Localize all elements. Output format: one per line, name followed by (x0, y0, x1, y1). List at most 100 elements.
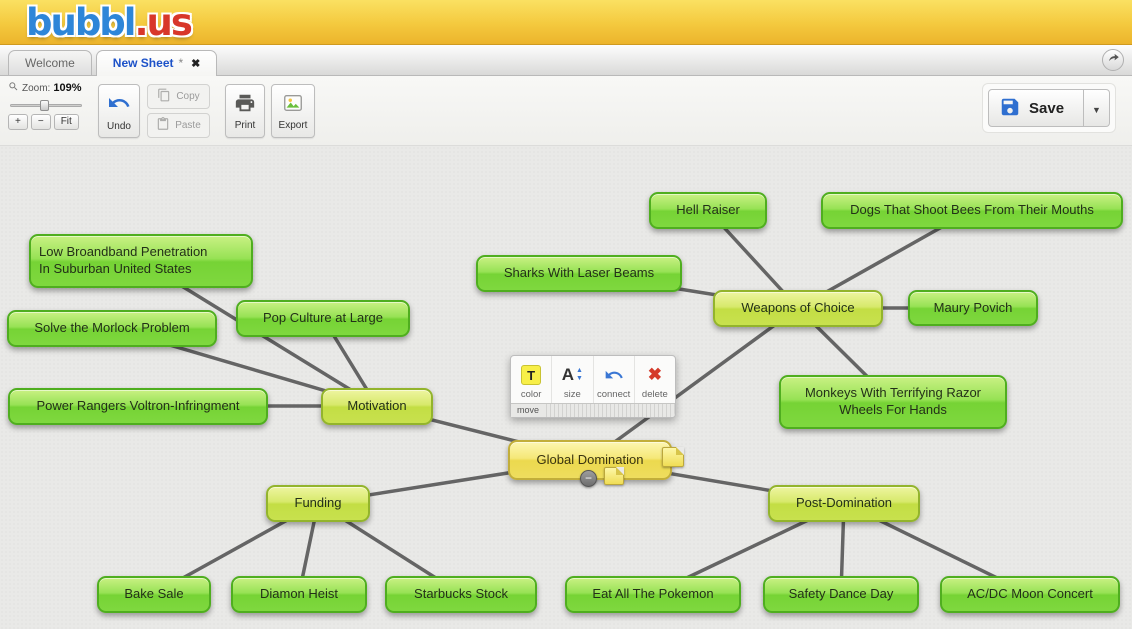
node-label: Weapons of Choice (741, 299, 855, 315)
mindmap-node-bake_sale[interactable]: Bake Sale (97, 575, 211, 613)
mindmap-node-acdc[interactable]: AC/DC Moon Concert (940, 575, 1120, 613)
print-label: Print (234, 119, 256, 131)
node-context-menu: T color A ▲ ▼ size (510, 355, 676, 418)
export-icon (282, 92, 304, 117)
undo-button[interactable]: Undo (98, 84, 140, 138)
node-label: Global Domination (536, 451, 644, 467)
mindmap-node-post_domination[interactable]: Post-Domination (768, 484, 920, 522)
node-size-button[interactable]: A ▲ ▼ size (552, 356, 594, 403)
zoom-slider[interactable] (10, 99, 82, 111)
mindmap-node-pokemon[interactable]: Eat All The Pokemon (565, 575, 741, 613)
connect-label: connect (596, 389, 631, 400)
tab-bar: Welcome New Sheet * ✖ (0, 45, 1132, 76)
node-label: Maury Povich (933, 299, 1013, 315)
move-label: move (511, 404, 545, 417)
bubbl-logo[interactable]: bubbl.us (26, 0, 193, 44)
node-label: Hell Raiser (676, 201, 740, 217)
mindmap-node-hell_raiser[interactable]: Hell Raiser (649, 191, 767, 229)
connect-icon (604, 363, 624, 387)
mindmap-node-low_broadband[interactable]: Low Broandband Penetration In Suburban U… (29, 234, 253, 288)
node-label: AC/DC Moon Concert (967, 585, 1093, 601)
zoom-buttons: + − Fit (8, 114, 100, 130)
node-color-button[interactable]: T color (511, 356, 553, 403)
curved-arrow-icon (1107, 51, 1120, 69)
undo-label: Undo (107, 120, 131, 132)
header: bubbl.us (0, 0, 1132, 45)
mindmap-node-power_rangers[interactable]: Power Rangers Voltron-Infringment (8, 387, 268, 425)
export-label: Export (278, 119, 308, 131)
attach-note-button[interactable] (662, 447, 684, 467)
size-label: size (563, 389, 581, 400)
close-tab-icon[interactable]: ✖ (191, 57, 201, 70)
text-color-icon: T (521, 365, 542, 385)
arrow-down-icon: ▼ (576, 375, 583, 382)
zoom-fit-button[interactable]: Fit (53, 114, 79, 130)
arrow-up-icon: ▲ (576, 367, 583, 375)
zoom-out-button[interactable]: − (30, 114, 51, 130)
copy-button[interactable]: Copy (147, 84, 210, 109)
save-dropdown-button[interactable]: ▼ (1084, 89, 1110, 127)
collapse-node-button[interactable]: − (580, 470, 597, 487)
copy-label: Copy (176, 91, 200, 102)
mindmap-node-motivation[interactable]: Motivation (321, 387, 433, 425)
copy-icon (157, 88, 171, 105)
tab-welcome-label: Welcome (25, 56, 75, 70)
node-label: Solve the Morlock Problem (34, 319, 190, 335)
mindmap-node-maury[interactable]: Maury Povich (908, 290, 1038, 326)
delete-icon: ✖ (647, 365, 662, 384)
mindmap-node-morlock[interactable]: Solve the Morlock Problem (7, 309, 217, 347)
zoom-slider-thumb[interactable] (40, 100, 49, 111)
node-menu-items: T color A ▲ ▼ size (511, 356, 675, 403)
logo-text-us: .us (134, 0, 192, 44)
mindmap-node-diamon_heist[interactable]: Diamon Heist (231, 575, 367, 613)
save-panel: Save ▼ (982, 83, 1116, 133)
node-move-handle[interactable]: move (511, 403, 675, 417)
node-label: Motivation (347, 397, 407, 413)
zoom-value: 109% (53, 82, 82, 94)
chevron-down-icon: ▼ (1092, 104, 1101, 115)
node-label: Post-Domination (795, 494, 893, 510)
node-connect-button[interactable]: connect (594, 356, 635, 403)
mindmap-node-safety_dance[interactable]: Safety Dance Day (763, 575, 919, 613)
export-button[interactable]: Export (271, 84, 315, 138)
curved-arrow-button[interactable] (1102, 49, 1124, 71)
mindmap-node-dogs_bees[interactable]: Dogs That Shoot Bees From Their Mouths (821, 191, 1123, 229)
mindmap-node-sharks[interactable]: Sharks With Laser Beams (476, 254, 682, 292)
edge-global-weapons (588, 306, 800, 462)
print-button[interactable]: Print (225, 84, 265, 138)
node-label: Low Broandband Penetration In Suburban U… (39, 244, 208, 276)
add-child-note-button[interactable] (604, 467, 624, 485)
mindmap-canvas[interactable]: Global Domination Motivation Weapons of Ch… (0, 146, 1132, 629)
save-button[interactable]: Save (988, 89, 1084, 127)
node-label: Funding (294, 494, 342, 510)
mindmap-node-monkeys[interactable]: Monkeys With Terrifying Razor Wheels For… (779, 375, 1007, 429)
node-delete-button[interactable]: ✖ delete (635, 356, 675, 403)
mindmap-node-weapons[interactable]: Weapons of Choice (713, 289, 883, 327)
paste-icon (156, 117, 170, 134)
nodes-layer: Global Domination Motivation Weapons of Ch… (0, 146, 1132, 629)
node-label: Safety Dance Day (788, 585, 894, 601)
node-label: Sharks With Laser Beams (503, 264, 655, 280)
node-label: Pop Culture at Large (263, 309, 383, 325)
mindmap-node-starbucks[interactable]: Starbucks Stock (385, 575, 537, 613)
tab-welcome[interactable]: Welcome (8, 50, 92, 75)
magnifier-icon (8, 81, 19, 95)
mindmap-node-pop_culture[interactable]: Pop Culture at Large (236, 299, 410, 337)
save-label: Save (1029, 99, 1065, 117)
toolbar: Zoom: 109% + − Fit Undo Copy (0, 76, 1132, 146)
zoom-readout: Zoom: 109% (8, 81, 100, 95)
save-icon (999, 96, 1021, 121)
logo-text-bubbl: bubbl (26, 0, 136, 44)
undo-icon (107, 91, 131, 118)
node-label: Diamon Heist (259, 585, 339, 601)
print-icon (234, 92, 256, 117)
tab-new-sheet[interactable]: New Sheet * ✖ (95, 50, 218, 76)
paste-button[interactable]: Paste (147, 113, 210, 138)
zoom-label: Zoom: (22, 82, 51, 94)
mindmap-node-funding[interactable]: Funding (266, 484, 370, 522)
node-label: Bake Sale (124, 585, 184, 601)
zoom-in-button[interactable]: + (8, 114, 28, 130)
node-label: Starbucks Stock (414, 585, 508, 601)
font-size-icon: A ▲ ▼ (561, 365, 583, 384)
